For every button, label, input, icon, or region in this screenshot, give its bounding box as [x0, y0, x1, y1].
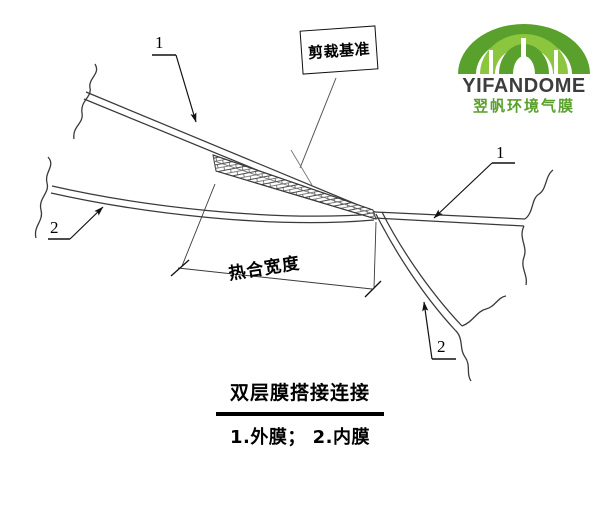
dimension-heat-seal-width [170, 183, 382, 298]
caption-divider [216, 412, 384, 416]
ref-label-outer-right: 1 [496, 143, 505, 162]
break-symbol-left [73, 63, 98, 140]
dome-arch-logo-icon [458, 24, 590, 74]
inner-membrane-edge-bottom [50, 192, 375, 224]
leader-inner-left [48, 206, 104, 240]
leader-inner-right [422, 301, 456, 360]
leader-arrow-1-right [433, 162, 493, 219]
break-symbol-inner-left [34, 156, 52, 239]
ref-label-inner-right: 2 [437, 337, 446, 356]
leader-arrow-2-right [422, 301, 433, 360]
inner-membrane-branch-bottom [381, 211, 463, 327]
dim-tick-right [364, 280, 382, 298]
logo-latin-text: YIFANDOME [462, 75, 586, 97]
dim-extension-left [181, 183, 216, 267]
ref-label-outer-left: 1 [155, 33, 164, 52]
company-logo: YIFANDOME 翌帆环境气膜 [452, 24, 596, 120]
caption-title: 双层膜搭接连接 [229, 382, 370, 404]
callout-box: 剪裁基准 [299, 25, 379, 75]
ref-label-inner-left: 2 [50, 218, 59, 237]
inner-membrane [34, 156, 507, 382]
dim-tick-left [170, 259, 190, 277]
callout-box-label: 剪裁基准 [307, 39, 371, 62]
outer-membrane-edge-top-right [374, 211, 526, 220]
weld-band-midline [213, 160, 375, 215]
inner-membrane-edge-top [51, 185, 376, 217]
leader-outer-left [152, 54, 197, 123]
callout-leader-cross [290, 149, 313, 186]
leader-outer-right [433, 162, 515, 219]
outer-membrane [73, 63, 554, 286]
weld-hatch-region [212, 154, 377, 220]
break-symbol-right-upper [524, 169, 554, 220]
logo-chinese-text: 翌帆环境气膜 [472, 97, 575, 115]
callout-leader-line [299, 77, 337, 169]
break-symbol-right-lower [521, 225, 527, 286]
weld-band-outline [212, 154, 377, 220]
inner-membrane-branch-top [375, 213, 456, 331]
break-symbol-inner-right-lower [454, 329, 472, 382]
outer-membrane-edge-bottom-right [373, 217, 525, 227]
break-symbol-inner-right-upper [461, 295, 507, 327]
caption-legend: 1.外膜； 2.内膜 [230, 427, 370, 448]
dim-line [177, 267, 373, 290]
callout-leader [290, 77, 337, 186]
dim-extension-right [373, 221, 377, 289]
leader-arrow-2-left [69, 206, 104, 240]
heat-weld-band [212, 154, 377, 220]
outer-membrane-edge-top [85, 91, 376, 213]
leader-arrow-1-left [175, 54, 197, 123]
caption-block: 双层膜搭接连接 1.外膜； 2.内膜 [0, 380, 600, 450]
